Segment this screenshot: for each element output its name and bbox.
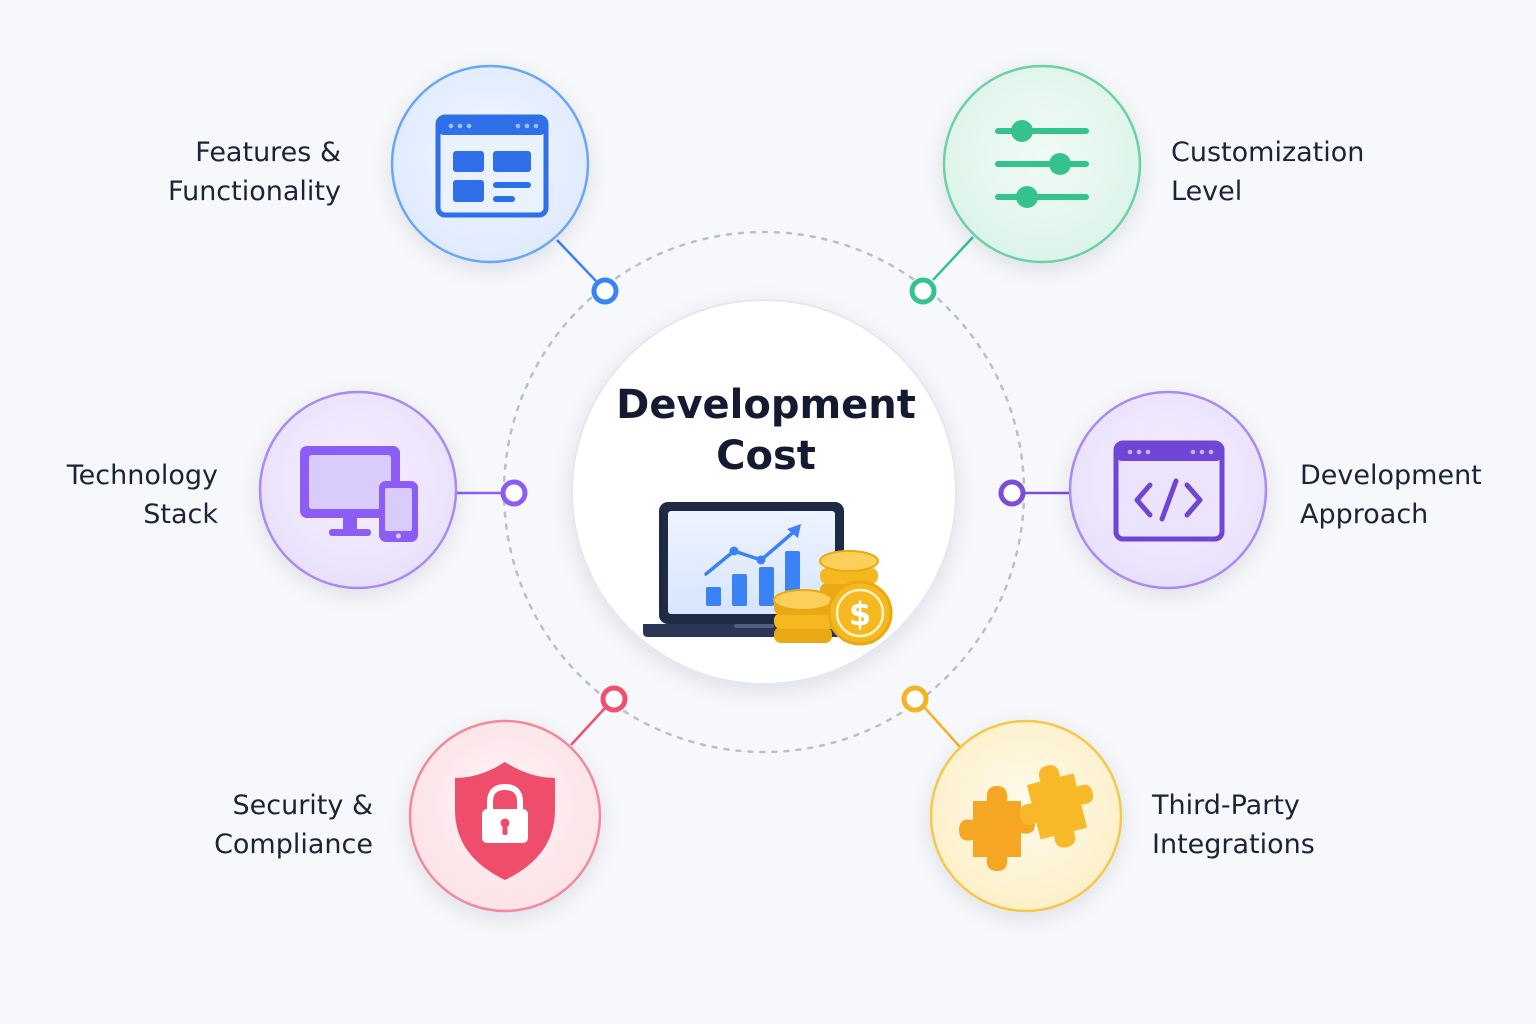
connector-customization [932, 236, 974, 281]
label-security-compliance: Security & Compliance [214, 786, 373, 864]
code-window-icon [1113, 440, 1225, 542]
label-development-approach: Development Approach [1300, 456, 1482, 534]
laptop-chart-coins-icon: $ [643, 502, 893, 646]
label-customization-line1: Customization [1171, 137, 1365, 168]
label-features-functionality: Features & Functionality [168, 133, 341, 211]
label-technology-stack: Technology Stack [67, 456, 218, 534]
shield-lock-icon [455, 762, 555, 880]
dollar-coin-icon: $ [827, 580, 893, 646]
center-title: Development Cost [566, 380, 966, 482]
connector-features [556, 239, 597, 282]
label-technology-line1: Technology [66, 460, 218, 491]
node-technology [500, 479, 528, 507]
connector-security [570, 707, 606, 746]
node-features [591, 277, 619, 305]
node-security [600, 685, 628, 713]
coin-stack-front [773, 589, 833, 643]
label-features-line1: Features & [195, 137, 341, 168]
connector-integrations [924, 707, 961, 748]
browser-layout-icon [435, 114, 549, 218]
svg-text:$: $ [849, 595, 871, 633]
center-title-line1: Development [616, 382, 916, 428]
node-approach [998, 479, 1026, 507]
label-approach-line2: Approach [1300, 499, 1429, 530]
label-features-line2: Functionality [168, 176, 341, 207]
label-integrations-line2: Integrations [1152, 829, 1315, 860]
label-approach-line1: Development [1300, 460, 1482, 491]
label-integrations-line1: Third-Party [1152, 790, 1300, 821]
label-security-line1: Security & [232, 790, 373, 821]
sliders-icon [995, 120, 1089, 208]
node-customization [909, 277, 937, 305]
label-security-line2: Compliance [214, 829, 373, 860]
node-integrations [901, 685, 929, 713]
devices-icon [300, 446, 418, 542]
label-third-party-integrations: Third-Party Integrations [1152, 786, 1315, 864]
label-customization-level: Customization Level [1171, 133, 1364, 211]
center-title-line2: Cost [716, 433, 816, 479]
label-technology-line2: Stack [143, 499, 218, 530]
label-customization-line2: Level [1171, 176, 1243, 207]
puzzle-icon [959, 765, 1094, 871]
